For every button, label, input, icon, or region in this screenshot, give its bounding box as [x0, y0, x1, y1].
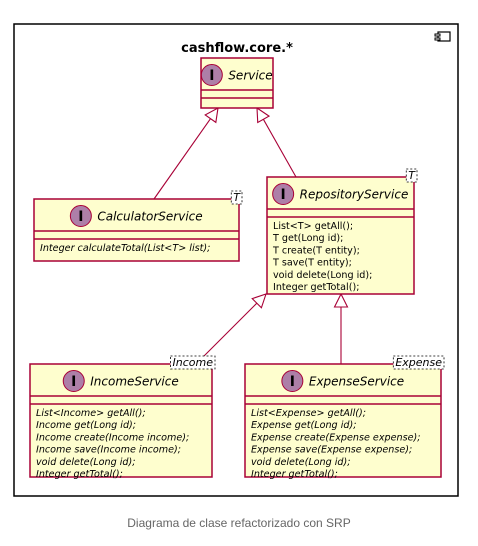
relation-expense-repository	[333, 292, 349, 364]
interface-method: void delete(Long id);	[251, 457, 350, 468]
interface-method: Integer getTotal();	[251, 469, 338, 480]
package-name: cashflow.core.*	[181, 41, 293, 56]
generic-parameter: Income	[173, 356, 214, 369]
interface-method: Income get(Long id);	[36, 420, 136, 431]
interface-method: void delete(Long id);	[273, 270, 372, 281]
interface-service: I Service	[200, 57, 274, 109]
stereotype-letter: I	[71, 374, 76, 390]
interface-method: Expense create(Expense expense);	[251, 432, 420, 443]
generic-parameter-box	[392, 355, 445, 370]
interface-name: RepositoryService	[300, 188, 409, 202]
interface-method: Income create(Income income);	[36, 432, 189, 443]
interface-method: T get(Long id);	[272, 233, 343, 244]
interface-name: Service	[228, 69, 272, 83]
generic-parameter: Expense	[395, 356, 442, 369]
generic-parameter-box	[230, 190, 243, 205]
stereotype-letter: I	[281, 187, 286, 203]
interface-stereotype-icon	[69, 205, 92, 227]
generalization-arrowhead	[204, 106, 219, 124]
stereotype-letter: I	[209, 68, 214, 84]
generalization-arrowhead	[256, 106, 271, 124]
figure-caption: Diagrama de clase refactorizado con SRP	[127, 516, 351, 530]
interface-method: Expense get(Long id);	[251, 420, 356, 431]
interface-method: Integer getTotal();	[36, 469, 123, 480]
interface-method: List<Income> getAll();	[36, 408, 146, 419]
interface-name: CalculatorService	[97, 210, 202, 224]
relation-repository-service	[256, 106, 297, 178]
component-icon	[434, 31, 451, 42]
interface-method: List<T> getAll();	[273, 221, 353, 232]
interface-stereotype-icon	[62, 370, 85, 392]
relations	[153, 106, 349, 365]
interface-method: void delete(Long id);	[36, 457, 135, 468]
relation-calculator-service	[153, 106, 219, 200]
relation-income-repository	[195, 293, 267, 365]
stereotype-letter: I	[78, 209, 83, 225]
interface-stereotype-icon	[200, 64, 223, 86]
interface-method: Income save(Income income);	[36, 445, 181, 456]
interface-name: ExpenseService	[309, 375, 404, 389]
interface-calculator: I CalculatorService T Integer calculateTota…	[33, 190, 243, 262]
interface-method: T save(T entity);	[272, 258, 352, 269]
interface-method: List<Expense> getAll();	[251, 408, 366, 419]
generic-parameter-box	[405, 168, 418, 183]
generalization-arrowhead	[251, 293, 267, 309]
generic-parameter: T	[408, 169, 416, 182]
generalization-arrowhead	[333, 292, 349, 308]
interface-stereotype-icon	[281, 370, 304, 392]
interface-method: Integer getTotal();	[273, 282, 359, 293]
interface-method: T create(T entity);	[272, 245, 360, 256]
interface-stereotype-icon	[272, 183, 295, 205]
interface-name: IncomeService	[90, 375, 179, 389]
stereotype-letter: I	[290, 374, 295, 390]
interface-repository: I RepositoryService T List<T> getAll();T ge…	[266, 168, 418, 295]
interface-method: Expense save(Expense expense);	[251, 445, 412, 456]
generic-parameter: T	[233, 191, 241, 204]
interface-method: Integer calculateTotal(List<T> list);	[40, 243, 210, 254]
generic-parameter-box	[170, 355, 216, 370]
